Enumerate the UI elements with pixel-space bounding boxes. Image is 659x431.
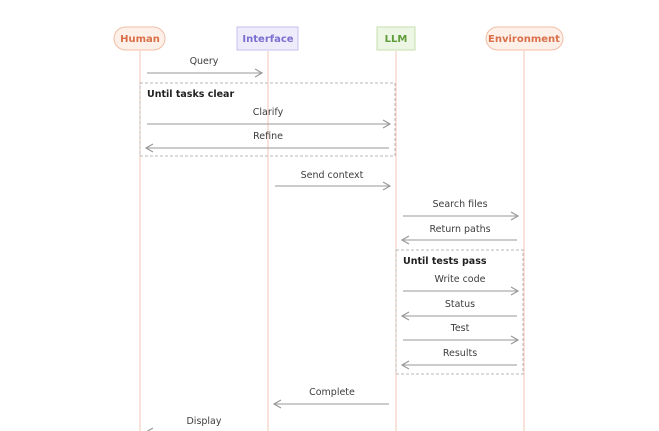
svg-text:Interface: Interface [242, 34, 293, 45]
message-query: Query [147, 56, 264, 78]
svg-text:Write code: Write code [434, 274, 485, 285]
svg-text:Query: Query [190, 56, 219, 67]
loop-frame-tasks: Until tasks clear [139, 82, 396, 157]
svg-text:Clarify: Clarify [253, 107, 284, 118]
message-complete: Complete [272, 387, 389, 409]
message-search-files: Search files [403, 199, 520, 221]
svg-text:Environment: Environment [488, 34, 560, 45]
svg-text:Results: Results [443, 348, 477, 359]
message-send-context: Send context [275, 170, 392, 191]
svg-text:LLM: LLM [385, 34, 408, 45]
svg-text:Refine: Refine [253, 131, 283, 142]
participant-environment: Environment [485, 26, 564, 51]
message-results: Results [400, 348, 517, 370]
participant-interface: Interface [236, 26, 299, 51]
participant-llm: LLM [376, 26, 416, 51]
svg-text:Search files: Search files [432, 199, 487, 210]
message-status: Status [400, 299, 517, 321]
svg-text:Until tests pass: Until tests pass [403, 256, 487, 267]
svg-text:Send context: Send context [301, 170, 364, 181]
loop-frame-tests: Until tests pass [395, 249, 524, 375]
message-clarify: Clarify [147, 107, 392, 129]
svg-text:Return paths: Return paths [429, 224, 490, 235]
svg-text:Status: Status [445, 299, 475, 310]
svg-text:Test: Test [450, 323, 470, 334]
message-display: Display [144, 416, 222, 431]
participant-human: Human [113, 26, 166, 51]
svg-text:Human: Human [120, 34, 160, 45]
svg-text:Until tasks clear: Until tasks clear [147, 89, 234, 100]
message-test: Test [403, 323, 520, 345]
message-return-paths: Return paths [400, 224, 517, 245]
message-write-code: Write code [403, 274, 520, 296]
message-refine: Refine [144, 131, 389, 153]
svg-text:Display: Display [186, 416, 221, 427]
svg-text:Complete: Complete [309, 387, 355, 398]
